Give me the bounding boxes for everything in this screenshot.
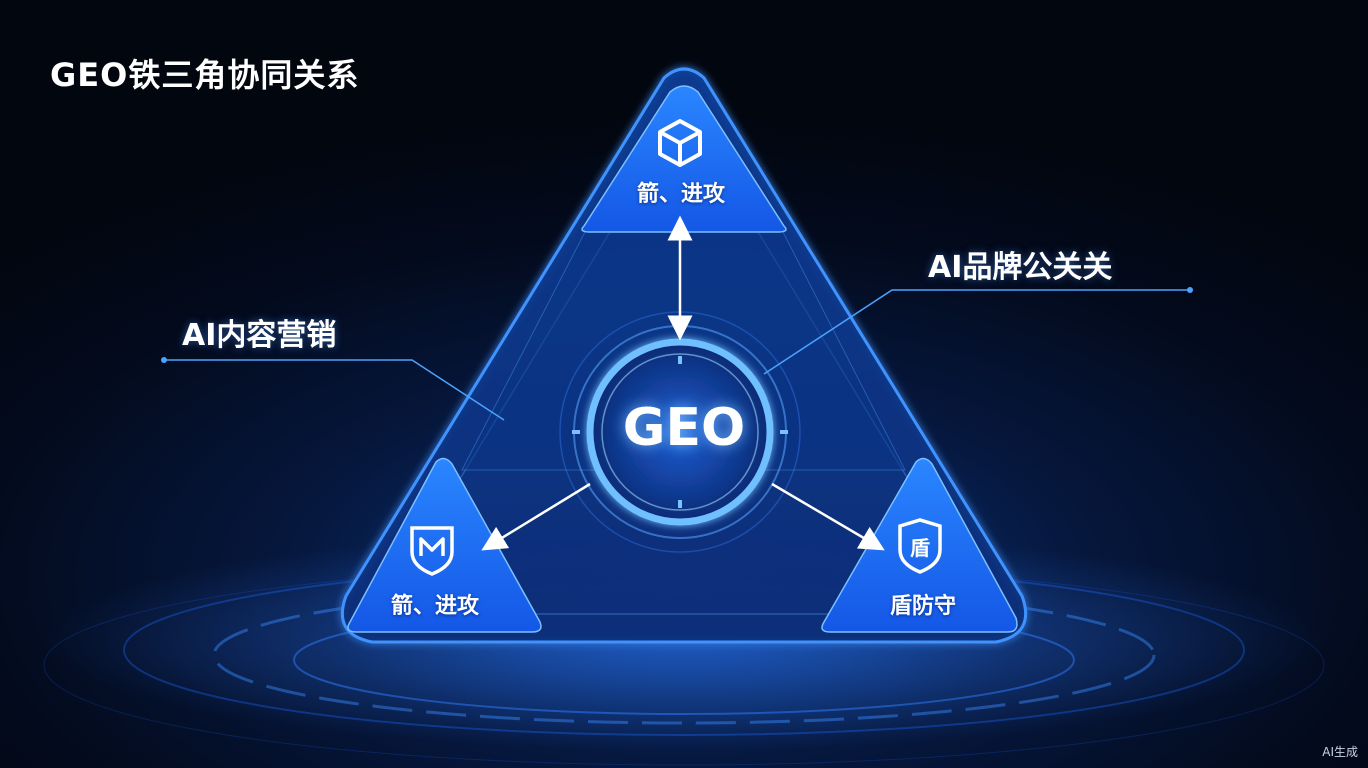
left-corner-label: 箭、进攻 <box>390 594 479 619</box>
watermark: AI生成 <box>1322 745 1358 759</box>
center-label: GEO <box>622 398 746 458</box>
callout-left-dot <box>161 357 167 363</box>
shield-dun-icon <box>898 518 942 574</box>
shield-dun-glyph: 盾 <box>910 536 930 560</box>
right-corner-label: 盾防守 <box>889 594 956 619</box>
cube-icon <box>658 119 702 167</box>
callout-right-dot <box>1187 287 1193 293</box>
center-node <box>559 311 801 553</box>
top-corner-label: 箭、进攻 <box>636 182 725 207</box>
shield-m-icon <box>410 526 454 576</box>
page-title: GEO铁三角协同关系 <box>50 56 360 94</box>
side-label-left: AI内容营销 <box>182 318 337 353</box>
callout-right-line <box>763 289 1192 375</box>
arrow-left <box>481 482 591 551</box>
arrow-right <box>771 482 885 551</box>
callout-left-line <box>162 359 505 421</box>
right-corner-shape <box>821 457 1018 633</box>
top-corner-shape <box>581 85 787 233</box>
side-label-right: AI品牌公关关 <box>928 250 1113 285</box>
